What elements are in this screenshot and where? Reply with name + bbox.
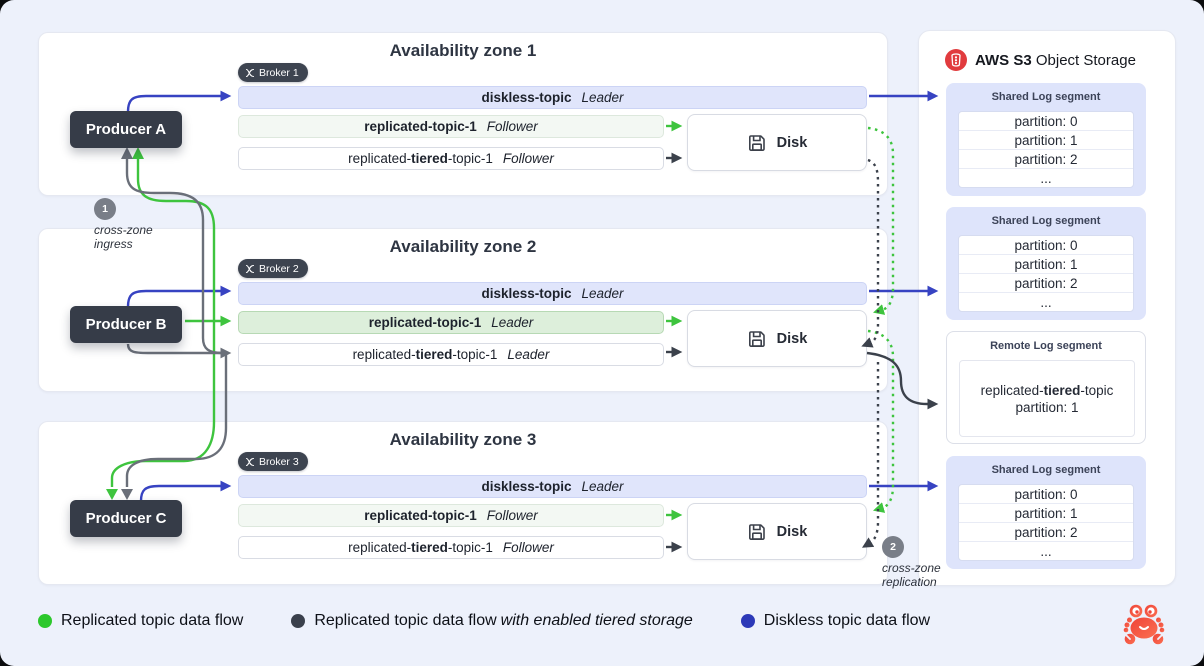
partition-row: partition: 0 — [959, 485, 1133, 504]
topic-status: Leader — [507, 347, 550, 362]
topic-status: Follower — [502, 540, 554, 555]
topic-row-diskless: diskless-topic Leader — [238, 86, 867, 109]
shared-log-segment-3: Shared Log segment partition: 0 partitio… — [946, 456, 1146, 569]
disk-box: Disk — [687, 503, 867, 560]
broker-badge: Broker 2 — [238, 259, 308, 278]
broker-badge: Broker 3 — [238, 452, 308, 471]
zone-title: Availability zone 3 — [389, 430, 537, 449]
disk-box: Disk — [687, 310, 867, 367]
object-storage-panel: AWS S3 Object Storage Shared Log segment… — [918, 30, 1176, 586]
zone-title: Availability zone 2 — [389, 237, 537, 256]
broker-icon — [245, 264, 255, 273]
topic-row-tiered: replicated-tiered-topic-1 Leader — [238, 343, 664, 366]
partition-list: partition: 0 partition: 1 partition: 2 .… — [958, 484, 1134, 561]
partition-row: partition: 1 — [959, 255, 1133, 274]
disk-label: Disk — [776, 523, 808, 540]
producer-c-box: Producer C — [70, 500, 182, 537]
topic-status: Leader — [581, 90, 624, 105]
topic-row-replicated: replicated-topic-1 Follower — [238, 504, 664, 527]
legend: Replicated topic data flow Replicated to… — [38, 612, 930, 630]
annotation-2-badge: 2 — [882, 536, 904, 558]
partition-row: ... — [1040, 170, 1052, 186]
zone-title: Availability zone 1 — [389, 41, 537, 60]
broker-label: Broker 3 — [259, 455, 299, 468]
partition-list: partition: 0 partition: 1 partition: 2 .… — [958, 111, 1134, 188]
topic-status: Leader — [581, 479, 624, 494]
s3-header: AWS S3 Object Storage — [945, 49, 1136, 71]
crab-logo — [1123, 604, 1165, 645]
topic-status: Follower — [502, 151, 554, 166]
partition-row: partition: 0 — [959, 236, 1133, 255]
disk-icon — [748, 134, 765, 151]
partition-row: partition: 2 — [959, 150, 1133, 169]
topic-row-replicated: replicated-topic-1 Leader — [238, 311, 664, 334]
partition-row: partition: 1 — [959, 504, 1133, 523]
s3-title: AWS S3 Object Storage — [975, 51, 1136, 69]
topic-status: Follower — [486, 119, 538, 134]
producer-a-box: Producer A — [70, 111, 182, 148]
topic-row-diskless: diskless-topic Leader — [238, 475, 867, 498]
blue-dot-icon — [740, 614, 755, 628]
aws-s3-icon — [945, 49, 967, 71]
broker-icon — [245, 68, 255, 77]
partition-row: ... — [1040, 543, 1052, 559]
annotation-1-badge: 1 — [94, 198, 116, 220]
topic-row-replicated: replicated-topic-1 Follower — [238, 115, 664, 138]
green-dot-icon — [38, 614, 52, 628]
topic-row-diskless: diskless-topic Leader — [238, 282, 867, 305]
partition-row: partition: 2 — [959, 523, 1133, 542]
disk-icon — [748, 330, 765, 347]
disk-label: Disk — [776, 330, 808, 347]
topic-status: Follower — [486, 508, 538, 523]
shared-log-segment-2: Shared Log segment partition: 0 partitio… — [946, 207, 1146, 320]
disk-icon — [748, 523, 765, 540]
topic-status: Leader — [581, 286, 624, 301]
topic-row-tiered: replicated-tiered-topic-1 Follower — [238, 536, 664, 559]
partition-row: partition: 2 — [959, 274, 1133, 293]
broker-label: Broker 1 — [259, 66, 299, 79]
dark-dot-icon — [291, 614, 306, 628]
shared-log-segment-1: Shared Log segment partition: 0 partitio… — [946, 83, 1146, 196]
disk-label: Disk — [776, 134, 808, 151]
producer-b-box: Producer B — [70, 306, 182, 343]
remote-log-segment: Remote Log segment replicated-tiered-top… — [946, 331, 1146, 444]
partition-row: partition: 1 — [959, 131, 1133, 150]
disk-box: Disk — [687, 114, 867, 171]
partition-row: ... — [1040, 294, 1052, 310]
broker-badge: Broker 1 — [238, 63, 308, 82]
legend-replicated-flow: Replicated topic data flow — [38, 612, 243, 630]
broker-icon — [245, 457, 255, 466]
topic-row-tiered: replicated-tiered-topic-1 Follower — [238, 147, 664, 170]
partition-row: partition: 0 — [959, 112, 1133, 131]
remote-segment-content: replicated-tiered-topic partition: 1 — [959, 360, 1135, 437]
legend-diskless-flow: Diskless topic data flow — [740, 612, 930, 630]
partition-list: partition: 0 partition: 1 partition: 2 .… — [958, 235, 1134, 312]
topic-status: Leader — [491, 315, 534, 330]
broker-label: Broker 2 — [259, 262, 299, 275]
